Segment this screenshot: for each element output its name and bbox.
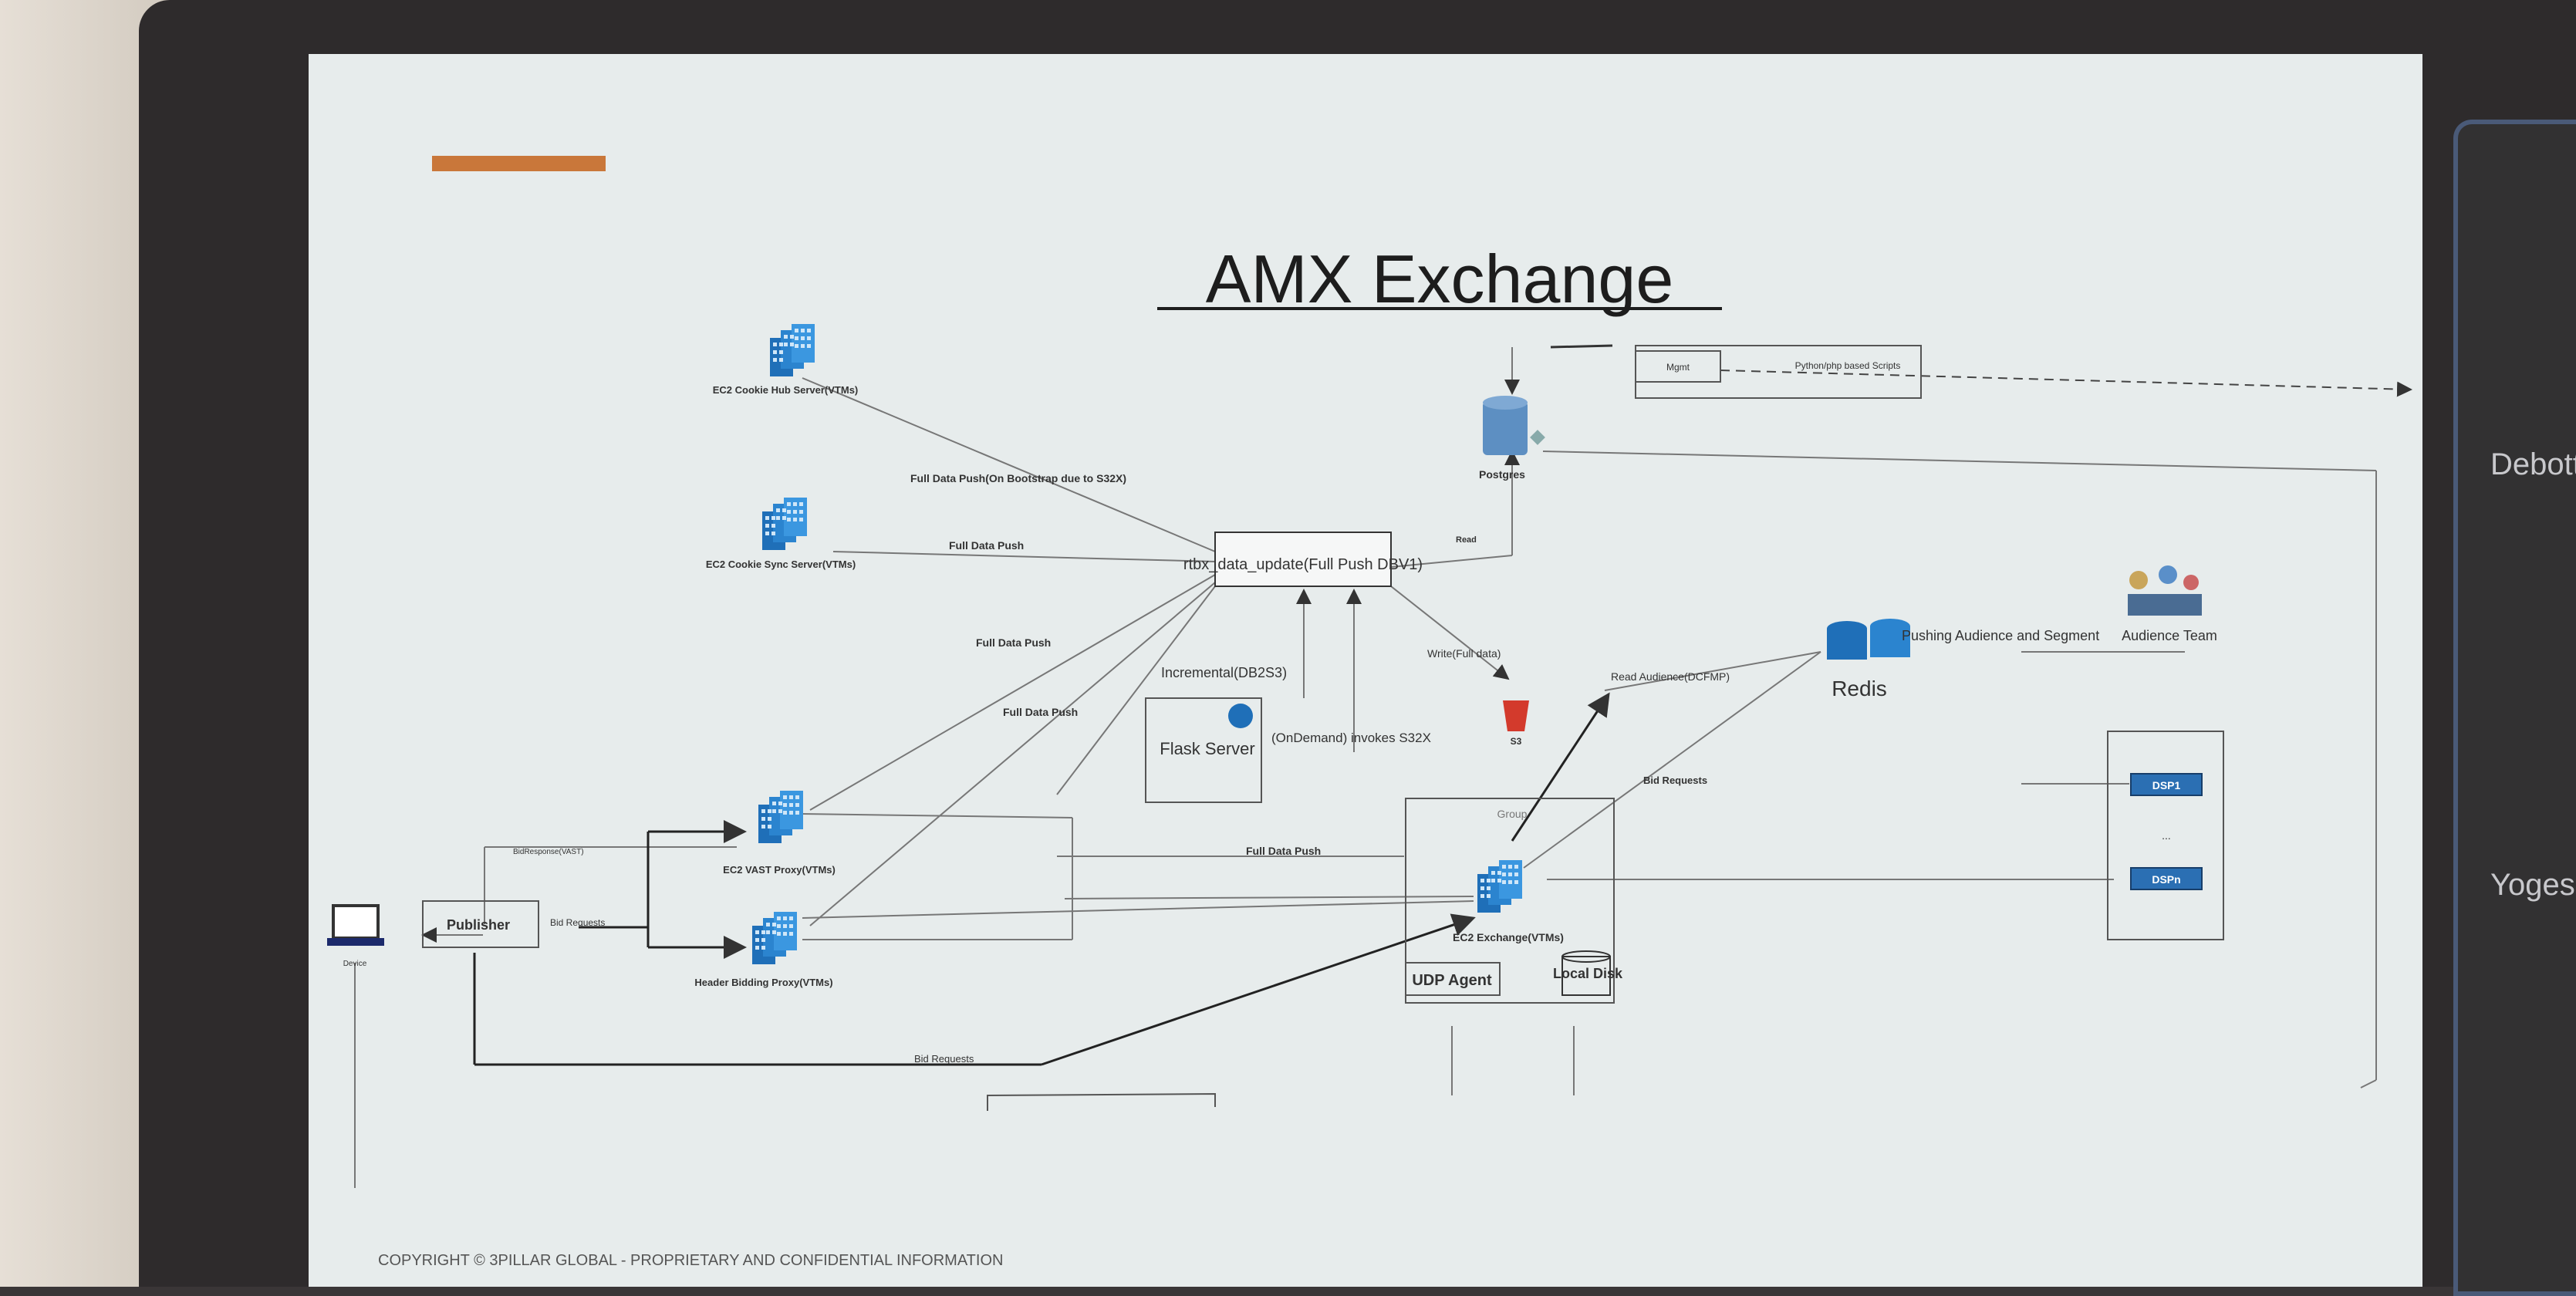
edge-full-push-3: Full Data Push <box>1003 706 1078 718</box>
node-group: Group <box>1497 808 1528 820</box>
group-box <box>1405 798 1615 1004</box>
edge-bid-requests-exchange: Bid Requests <box>914 1053 974 1065</box>
participant-name-1: Debott <box>2490 447 2576 481</box>
dspn-box <box>2130 867 2203 890</box>
node-publisher: Publisher <box>447 917 510 933</box>
edge-pushing-audience: Pushing Audience and Segment <box>1902 628 2099 643</box>
postgres-icon <box>1483 396 1545 455</box>
node-rtbx: rtbx_data_update(Full Push DBV1) <box>1183 556 1423 573</box>
dsp-group-box <box>2107 731 2224 940</box>
flask-icon <box>1228 704 1253 728</box>
node-scripts: Python/php based Scripts <box>1795 360 1901 371</box>
publisher-box <box>422 900 539 948</box>
slide-title: AMX Exchange <box>1206 241 1674 317</box>
slide-screen <box>309 54 2422 1287</box>
node-vast-proxy: EC2 VAST Proxy(VTMs) <box>723 864 836 876</box>
edge-full-push-1: Full Data Push <box>949 539 1024 552</box>
node-device: Device <box>343 960 367 968</box>
redis-icon <box>1827 619 1910 660</box>
node-mgmt: Mgmt <box>1666 362 1690 373</box>
copyright-footer: COPYRIGHT © 3PILLAR GLOBAL - PROPRIETARY… <box>378 1252 1003 1269</box>
rtbx-box <box>1214 532 1392 587</box>
scripts-box <box>1635 345 1922 399</box>
node-exchange: EC2 Exchange(VTMs) <box>1453 931 1564 943</box>
node-header-bidding: Header Bidding Proxy(VTMs) <box>694 977 832 988</box>
edge-full-push-2: Full Data Push <box>976 636 1051 649</box>
flask-server-box <box>1145 697 1262 803</box>
laptop-icon <box>327 904 384 946</box>
node-cookie-sync: EC2 Cookie Sync Server(VTMs) <box>706 559 856 570</box>
node-local-disk: Local Disk <box>1553 966 1623 981</box>
edge-full-push-4: Full Data Push <box>1246 845 1321 857</box>
edge-full-push-bootstrap: Full Data Push(On Bootstrap due to S32X) <box>910 472 1126 484</box>
node-redis: Redis <box>1832 677 1887 700</box>
node-dspn: DSPn <box>2152 873 2180 886</box>
edge-write-full: Write(Full data) <box>1427 647 1501 660</box>
node-s3: S3 <box>1511 736 1522 747</box>
local-disk-icon <box>1561 950 1611 996</box>
edge-bid-response: BidResponse(VAST) <box>513 848 584 856</box>
people-icon <box>2128 565 2202 616</box>
node-audience-team: Audience Team <box>2122 628 2217 643</box>
edge-on-demand: (OnDemand) invokes S32X <box>1271 731 1431 745</box>
node-udp-agent: UDP Agent <box>1412 972 1492 989</box>
edge-incremental: Incremental(DB2S3) <box>1161 665 1287 680</box>
edge-bid-requests-pub: Bid Requests <box>550 917 605 928</box>
udp-agent-box <box>1405 962 1501 996</box>
s3-icon <box>1503 700 1529 731</box>
accent-bar <box>432 156 606 171</box>
node-cookie-hub: EC2 Cookie Hub Server(VTMs) <box>713 384 859 396</box>
edge-read: Read <box>1456 535 1477 545</box>
connectors <box>354 347 2377 1188</box>
node-postgres: Postgres <box>1479 468 1525 481</box>
edge-bid-requests-dsp: Bid Requests <box>1643 775 1707 786</box>
node-dsp1: DSP1 <box>2152 779 2181 791</box>
node-flask: Flask Server <box>1160 739 1254 758</box>
participant-name-2: Yoges <box>2490 868 2575 902</box>
edge-read-audience: Read Audience(DCFMP) <box>1611 670 1730 683</box>
dsp-ellipsis: ... <box>2162 829 2171 842</box>
dsp1-box <box>2130 773 2203 796</box>
